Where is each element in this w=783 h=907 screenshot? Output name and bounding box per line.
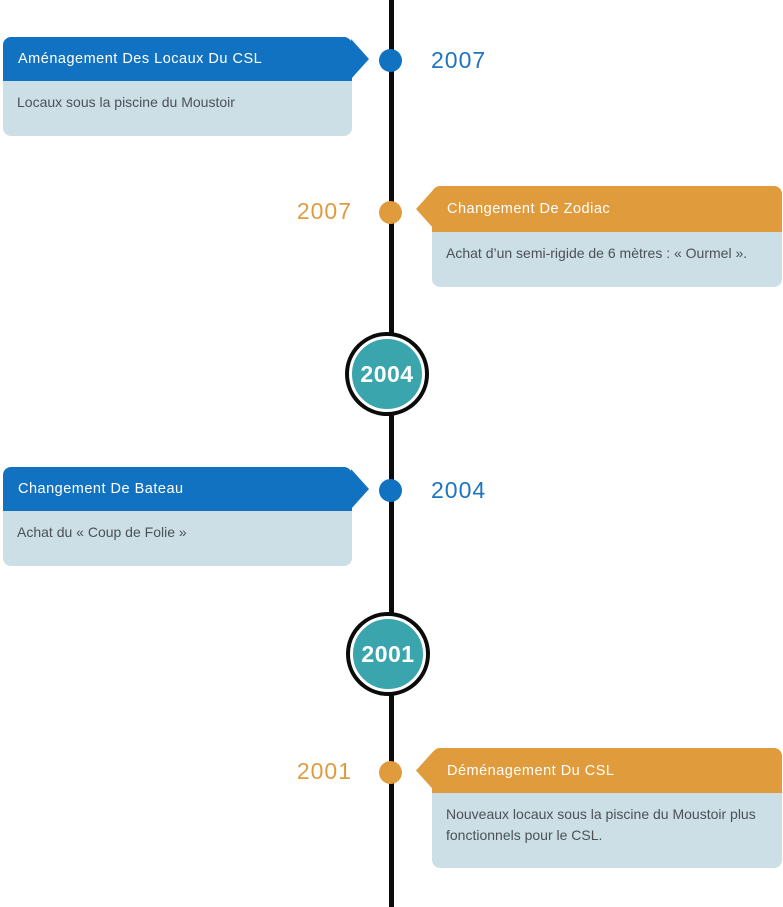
- event-title-bar: Changement De Zodiac: [416, 186, 782, 232]
- event-card-bateau: Changement De Bateau Achat du « Coup de …: [3, 467, 369, 566]
- event-title: Changement De Zodiac: [447, 201, 611, 217]
- timeline-dot: [379, 201, 402, 224]
- year-label: 2007: [296, 198, 352, 224]
- milestone-circle: 2004: [349, 336, 425, 412]
- timeline-dot: [379, 49, 402, 72]
- event-title-bar: Aménagement Des Locaux Du CSL: [3, 37, 369, 81]
- timeline-axis: [389, 0, 394, 907]
- event-description: Nouveaux locaux sous la piscine du Moust…: [432, 793, 782, 868]
- year-label: 2001: [296, 758, 352, 784]
- timeline-dot: [379, 479, 402, 502]
- event-card-demenagement: Déménagement Du CSL Nouveaux locaux sous…: [416, 748, 782, 868]
- event-title-bar: Changement De Bateau: [3, 467, 369, 511]
- year-label: 2004: [431, 477, 487, 503]
- event-title: Déménagement Du CSL: [447, 762, 615, 779]
- event-description: Achat du « Coup de Folie »: [3, 511, 352, 566]
- event-card-zodiac: Changement De Zodiac Achat d’un semi-rig…: [416, 186, 782, 287]
- year-label: 2007: [431, 47, 487, 73]
- pointer-arrow-icon: [416, 189, 434, 229]
- event-description: Locaux sous la piscine du Moustoir: [3, 81, 352, 136]
- milestone-label: 2004: [360, 360, 414, 387]
- timeline-dot: [379, 761, 402, 784]
- event-card-amenagement: Aménagement Des Locaux Du CSL Locaux sou…: [3, 37, 369, 136]
- pointer-arrow-icon: [416, 750, 434, 791]
- pointer-arrow-icon: [351, 469, 369, 509]
- event-title: Aménagement Des Locaux Du CSL: [18, 51, 263, 67]
- milestone-label: 2001: [361, 640, 415, 667]
- event-title-bar: Déménagement Du CSL: [416, 748, 782, 793]
- event-title: Changement De Bateau: [18, 481, 184, 497]
- pointer-arrow-icon: [351, 39, 369, 79]
- milestone-circle: 2001: [350, 616, 426, 692]
- event-description: Achat d’un semi-rigide de 6 mètres : « O…: [432, 232, 782, 287]
